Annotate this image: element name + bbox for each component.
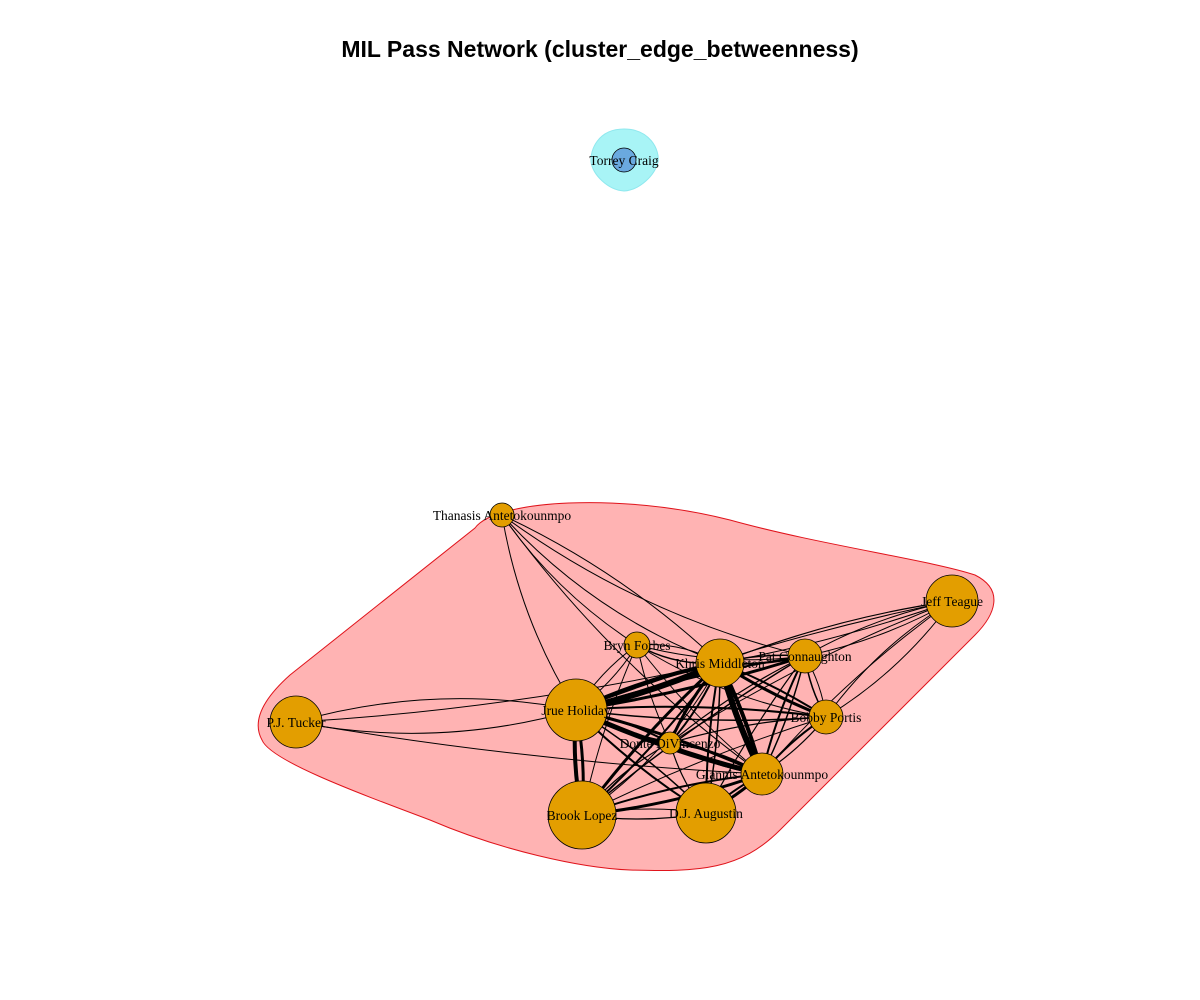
edge-pj-khris-72: [295, 662, 721, 723]
edge-jeff-giannis-61: [761, 600, 953, 775]
main-cluster-hull: [257, 502, 995, 872]
node-bryn: [623, 631, 651, 659]
node-label-pat: Pat Connaughton: [758, 649, 852, 664]
cluster-hulls: [257, 128, 995, 872]
node-label-bryn: Bryn Forbes: [603, 638, 670, 653]
node-label-jrue: Jrue Holiday: [541, 703, 611, 718]
node-label-khris: Khris Middleton: [675, 656, 765, 671]
node-label-thanasis: Thanasis Antetokounmpo: [433, 508, 572, 523]
node-label-bobby: Bobby Portis: [791, 710, 862, 725]
node-giannis: [740, 752, 784, 796]
edge-bobby-donte-44: [669, 716, 827, 744]
chart-title: MIL Pass Network (cluster_edge_betweenne…: [341, 36, 859, 62]
edge-thanasis-khris-66: [501, 514, 721, 664]
node-label-dj: D.J. Augustin: [669, 806, 743, 821]
node-pat: [787, 638, 823, 674]
node-label-jeff: Jeff Teague: [921, 594, 983, 609]
node-label-brook: Brook Lopez: [547, 808, 618, 823]
nodes: [269, 147, 979, 850]
edge-jeff-khris-56: [719, 600, 953, 664]
node-khris: [695, 638, 745, 688]
node-label-donte: Donte DiVincenzo: [620, 736, 721, 751]
edge-bryn-giannis-50: [636, 644, 763, 775]
edge-pj-giannis-73: [295, 721, 763, 775]
node-label-giannis: Giannis Antetokounmpo: [696, 767, 829, 782]
node-jrue: [544, 678, 608, 742]
node-label-pj: P.J. Tucker: [267, 715, 326, 730]
node-pj: [269, 695, 323, 749]
node-jeff: [925, 574, 979, 628]
edge-jeff-jrue-63: [575, 600, 953, 711]
edge-pat-brook-37: [581, 655, 806, 816]
node-torrey: [611, 147, 637, 173]
node-brook: [547, 780, 617, 850]
node-label-torrey: Torrey Craig: [589, 153, 658, 168]
node-thanasis: [489, 502, 515, 528]
edge-thanasis-giannis-69: [501, 514, 763, 775]
edge-pj-jrue-71: [295, 698, 577, 723]
edge-thanasis-khris-65: [501, 514, 721, 664]
node-donte: [658, 731, 682, 755]
node-bobby: [808, 699, 844, 735]
edge-bryn-bobby-53: [636, 644, 827, 718]
edge-pat-donte-39: [669, 655, 806, 744]
edge-thanasis-pat-68: [501, 514, 806, 657]
node-dj: [675, 782, 737, 844]
